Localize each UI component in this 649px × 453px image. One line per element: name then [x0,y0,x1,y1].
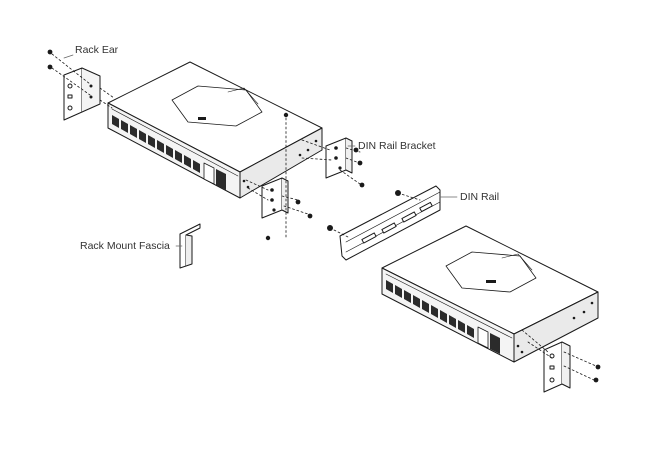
label-din-rail: DIN Rail [460,191,500,203]
lower-dashes [329,192,597,381]
din-rail-bracket-upper-right [325,137,353,179]
din-rail-bracket-upper-left [261,177,289,219]
label-leaders [63,54,458,247]
upper-switch [107,61,323,199]
lower-switch [381,225,599,363]
rack-mount-fascia [179,223,201,269]
lower-switch-ports [386,280,474,338]
din-rail [339,185,441,261]
label-rack-mount-fascia: Rack Mount Fascia [80,240,170,252]
rack-ear-dashes [51,53,115,109]
label-rack-ear: Rack Ear [75,44,119,56]
upper-switch-ports [112,115,200,173]
rack-ear-left [63,67,101,121]
label-din-rail-bracket: DIN Rail Bracket [358,140,436,152]
